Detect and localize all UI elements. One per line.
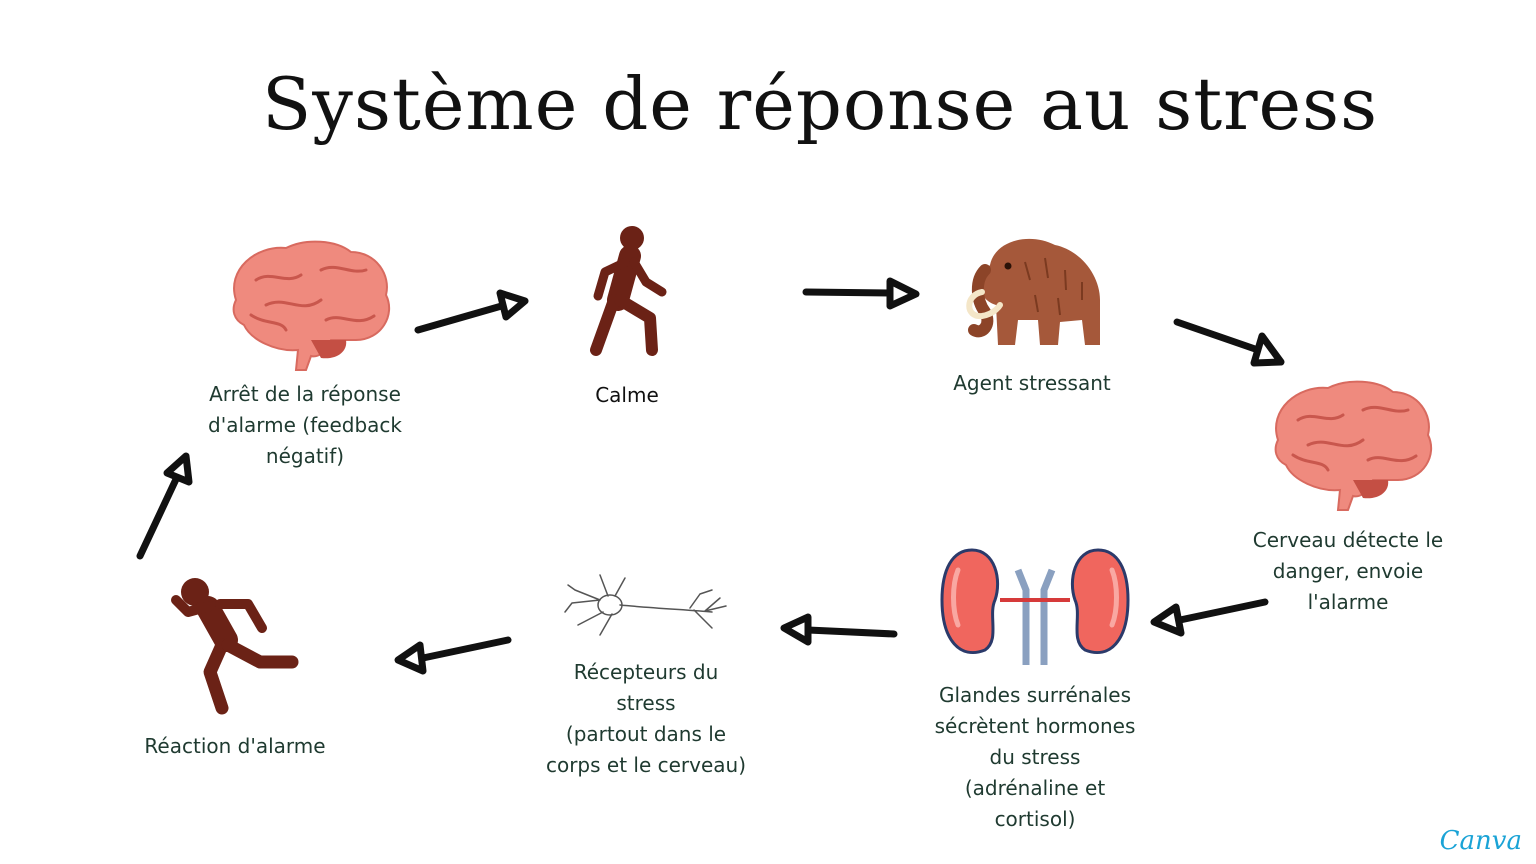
canva-logo: Canva: [1439, 826, 1522, 856]
page-title: Système de réponse au stress: [261, 62, 1379, 146]
walking-person-icon: [590, 226, 667, 356]
mammoth-icon: [966, 238, 1100, 345]
arrow-6: [394, 636, 512, 675]
kidneys-icon: [940, 548, 1130, 665]
arrow-7: [136, 452, 193, 560]
arrow-4: [1150, 598, 1269, 637]
arrow-1: [414, 289, 529, 334]
node-label-cerveau: Cerveau détecte le danger, envoie l'alar…: [1252, 528, 1444, 614]
arrow-5: [780, 613, 898, 646]
arrow-2: [802, 277, 920, 310]
node-label-recepteurs: Récepteurs du stress (partout dans le co…: [545, 660, 747, 777]
arrow-3: [1173, 318, 1285, 367]
neuron-icon: [564, 574, 727, 636]
node-label-calme: Calme: [595, 383, 659, 407]
node-label-arret: Arrêt de la réponse d'alarme (feedback n…: [208, 382, 402, 468]
brain-icon: [1274, 380, 1433, 512]
node-label-reaction: Réaction d'alarme: [144, 734, 326, 758]
brain-icon: [232, 240, 391, 372]
node-label-glandes: Glandes surrénales sécrètent hormones du…: [934, 683, 1136, 831]
node-label-agent: Agent stressant: [953, 371, 1111, 395]
running-person-icon: [171, 578, 299, 715]
